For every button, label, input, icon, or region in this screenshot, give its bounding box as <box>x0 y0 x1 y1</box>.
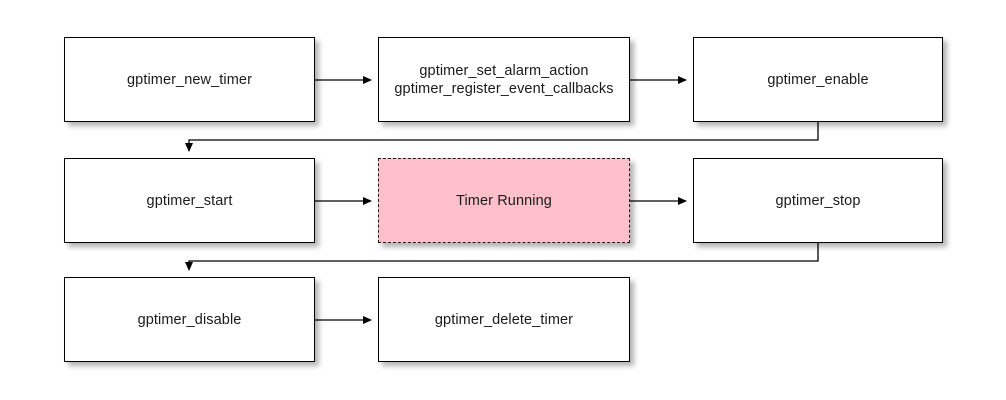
node-new_timer[interactable]: gptimer_new_timer <box>64 37 315 122</box>
edge-enable-to-start <box>185 122 819 152</box>
node-label-enable: gptimer_enable <box>767 71 869 88</box>
node-start[interactable]: gptimer_start <box>64 158 315 243</box>
node-label-running: Timer Running <box>456 192 552 209</box>
node-label-disable: gptimer_disable <box>137 311 242 328</box>
node-label-new_timer: gptimer_new_timer <box>127 71 252 88</box>
node-stop[interactable]: gptimer_stop <box>693 158 943 243</box>
node-label-set_alarm: gptimer_set_alarm_action gptimer_registe… <box>394 62 614 97</box>
edges-group <box>185 76 819 324</box>
node-running[interactable]: Timer Running <box>378 158 630 243</box>
edge-stop-to-disable <box>185 243 819 271</box>
node-label-delete_timer: gptimer_delete_timer <box>434 311 574 328</box>
node-set_alarm[interactable]: gptimer_set_alarm_action gptimer_registe… <box>378 37 630 122</box>
node-disable[interactable]: gptimer_disable <box>64 277 315 362</box>
node-delete_timer[interactable]: gptimer_delete_timer <box>378 277 630 362</box>
node-label-start: gptimer_start <box>146 192 233 209</box>
node-label-stop: gptimer_stop <box>775 192 861 209</box>
node-enable[interactable]: gptimer_enable <box>693 37 943 122</box>
